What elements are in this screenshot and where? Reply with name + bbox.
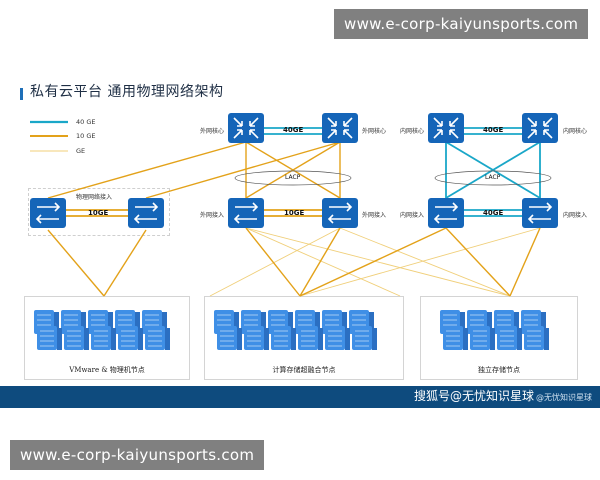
switch-acc-ext-left <box>228 198 264 228</box>
compute-server-8 <box>271 326 296 350</box>
switch-label-core-int-left: 内网核心 <box>400 128 425 135</box>
storage-server-7 <box>524 326 549 350</box>
vmware-server-6 <box>64 326 89 350</box>
lacp-right-label: LACP <box>485 174 501 181</box>
switch-label-core-int-right: 内网核心 <box>563 128 588 135</box>
source-credit: 搜狐号@无忧知识星球@无忧知识星球 <box>414 386 592 408</box>
lacp-left-ellipse <box>234 170 352 186</box>
fortyge-links <box>264 127 541 217</box>
vmware-server-8 <box>118 326 143 350</box>
acc-ext-link <box>66 209 322 217</box>
group-compute-label: 计算存储超融合节点 <box>272 366 336 374</box>
group-storage-label: 独立存储节点 <box>478 366 520 374</box>
storage-server-5 <box>470 326 495 350</box>
switch-label-core-ext-left: 外网核心 <box>200 128 225 135</box>
switch-phys-right <box>128 198 164 228</box>
legend-10ge-label: 10 GE <box>76 132 96 140</box>
link-acc-int-label: 40GE <box>483 209 504 217</box>
link-acc-ext-label: 10GE <box>284 209 305 217</box>
switch-core-ext-left <box>228 113 264 143</box>
switch-phys-left <box>30 198 66 228</box>
switch-core-int-left <box>428 113 464 143</box>
compute-server-7 <box>244 326 269 350</box>
switch-core-int-right <box>522 113 558 143</box>
compute-server-6 <box>217 326 242 350</box>
switch-label-acc-int-right: 内网接入 <box>563 212 588 219</box>
compute-server-11 <box>352 326 377 350</box>
group-vmware-label: VMware & 物理机节点 <box>69 366 145 374</box>
link-core-ext-label: 40GE <box>283 126 304 134</box>
link-core-int-label: 40GE <box>483 126 504 134</box>
vmware-server-7 <box>91 326 116 350</box>
storage-server-4 <box>443 326 468 350</box>
switch-core-ext-right <box>322 113 358 143</box>
lacp-right-ellipse <box>434 170 552 186</box>
watermark-top: www.e-corp-kaiyunsports.com <box>334 9 589 39</box>
legend-40ge-label: 40 GE <box>76 118 96 126</box>
vmware-server-5 <box>37 326 62 350</box>
switch-acc-ext-right <box>322 198 358 228</box>
compute-server-10 <box>325 326 350 350</box>
title-accent <box>20 88 23 100</box>
phys-access-box <box>28 188 170 236</box>
switch-label-acc-ext-left: 外网接入 <box>200 212 225 219</box>
switch-label-phys-access: 物理网络接入 <box>76 194 113 201</box>
credit-main: 搜狐号@无忧知识星球 <box>413 389 534 403</box>
footer-band <box>0 386 600 408</box>
watermark-bottom: www.e-corp-kaiyunsports.com <box>10 440 265 470</box>
switch-acc-int-right <box>522 198 558 228</box>
credit-sub: @无忧知识星球 <box>536 393 592 402</box>
vmware-server-9 <box>145 326 170 350</box>
switch-label-core-ext-right: 外网核心 <box>362 128 387 135</box>
page-title: 私有云平台 通用物理网络架构 <box>30 84 224 100</box>
storage-server-6 <box>497 326 522 350</box>
switch-label-acc-ext-right: 外网接入 <box>362 212 387 219</box>
switch-label-acc-int-left: 内网接入 <box>400 212 425 219</box>
legend-ge-label: GE <box>76 147 86 155</box>
link-phys-label: 10GE <box>88 209 109 217</box>
tenge-links <box>47 141 541 297</box>
switch-acc-int-left <box>428 198 464 228</box>
compute-server-9 <box>298 326 323 350</box>
lacp-left-label: LACP <box>285 174 301 181</box>
